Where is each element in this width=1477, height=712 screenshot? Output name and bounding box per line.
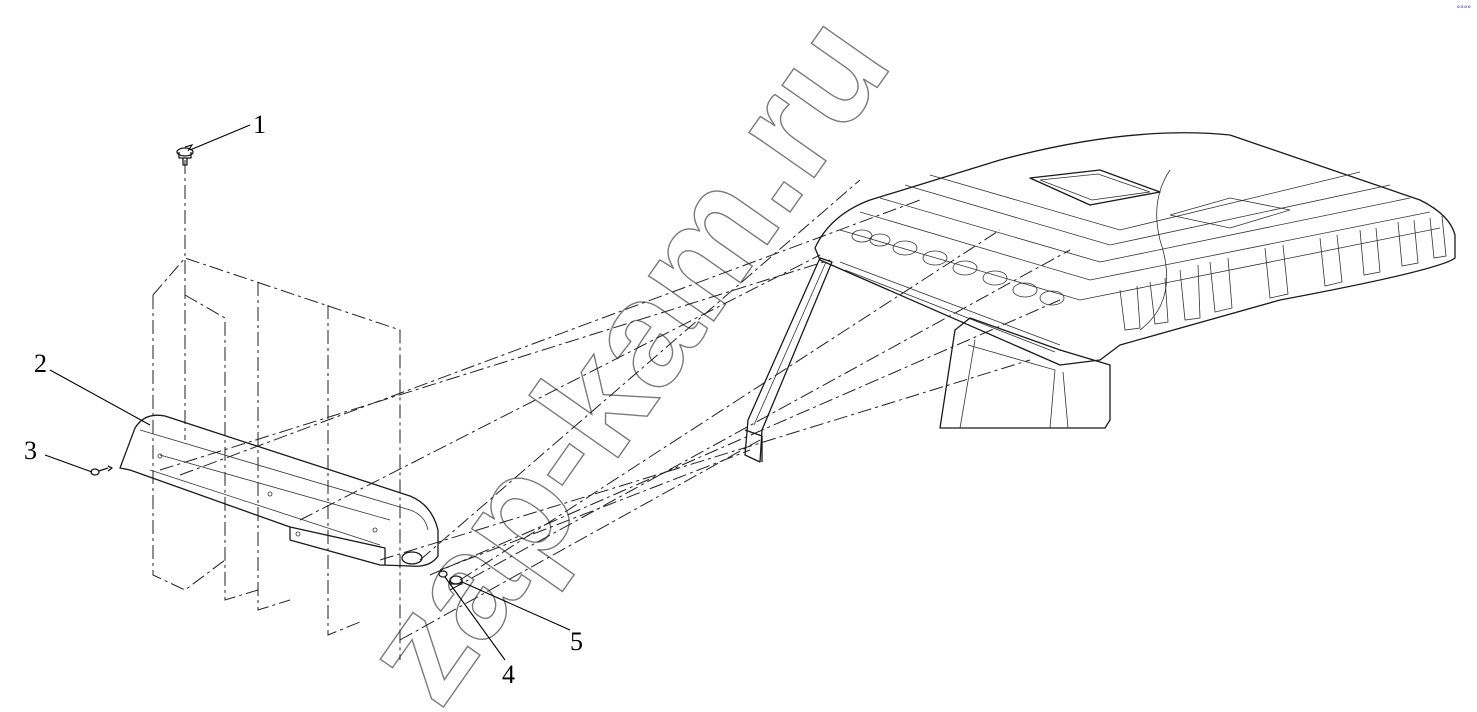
callout-1: 1	[253, 110, 266, 139]
pillar-bracket	[744, 257, 833, 463]
callout-3: 3	[24, 436, 37, 465]
cab-roof	[814, 132, 1456, 366]
cab-body	[939, 169, 1171, 429]
callout-4: 4	[502, 660, 515, 689]
assembly-lines	[152, 160, 1071, 660]
leader-lines	[44, 124, 571, 661]
callout-2: 2	[34, 349, 47, 378]
part-3-screw	[90, 465, 113, 476]
part-1-fastener	[176, 147, 194, 166]
part-4-washer	[438, 570, 448, 578]
callout-labels: 1 2 3 4 5	[24, 110, 583, 689]
part-2-front-cover	[119, 414, 439, 567]
watermark-text: zap-kam.ru	[329, 0, 921, 712]
callout-5: 5	[570, 627, 583, 656]
corner-mark: °°°°	[1456, 4, 1471, 14]
